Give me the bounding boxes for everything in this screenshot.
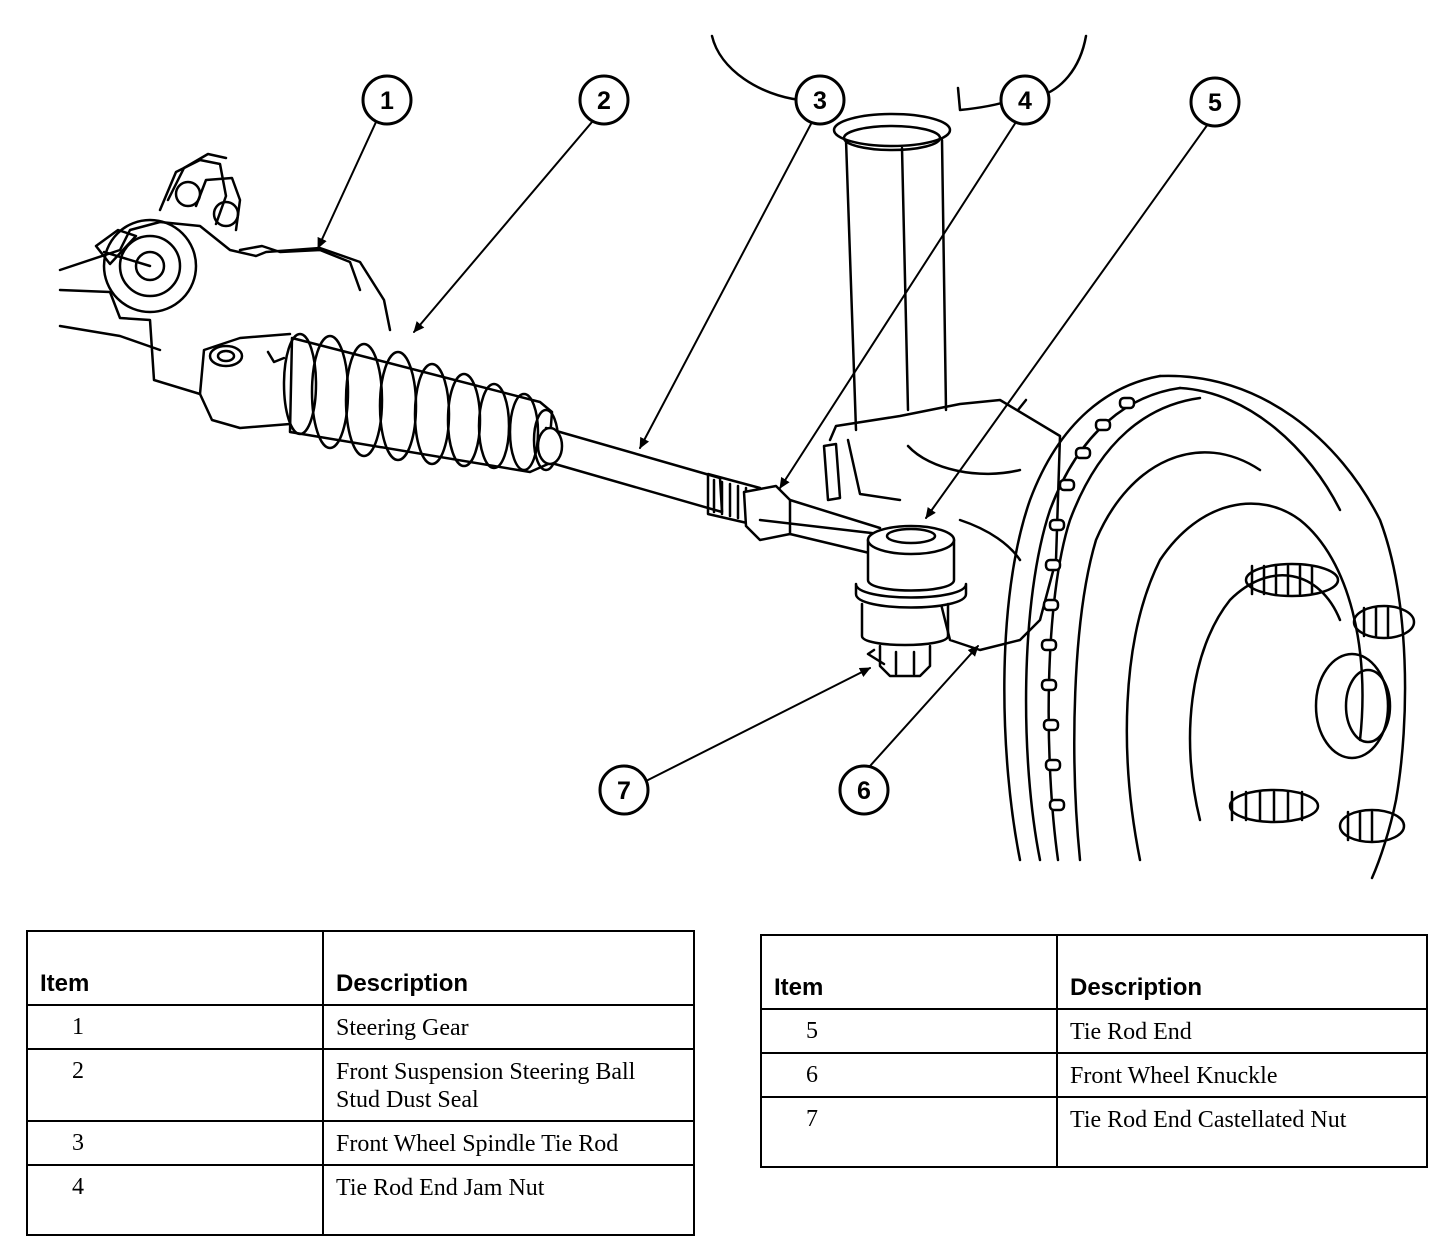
table-row: 4 Tie Rod End Jam Nut	[26, 1164, 695, 1236]
callout-label: 2	[597, 87, 611, 115]
item-number: 1	[26, 1004, 324, 1050]
item-description-line: Front Suspension Steering Ball	[336, 1059, 636, 1085]
steering-linkage-illustration: 1 2 3 4 5 6 7	[58, 34, 1416, 880]
callout-label: 1	[380, 87, 394, 115]
knuckle-illustration	[822, 398, 1062, 652]
callout-7: 7	[598, 764, 650, 816]
item-description: Tie Rod End Castellated Nut	[1056, 1096, 1428, 1168]
parts-legend-table: Item Description 5 Tie Rod End 6 Front W…	[760, 934, 1428, 1168]
item-description: Steering Gear	[322, 1004, 695, 1050]
description-column-header: Description	[322, 930, 695, 1006]
item-description: Tie Rod End Jam Nut	[322, 1164, 695, 1236]
item-column-header: Item	[760, 934, 1058, 1010]
callout-label: 6	[857, 777, 871, 805]
item-description: Tie Rod End	[1056, 1008, 1428, 1054]
callout-3: 3	[794, 74, 846, 126]
strut-assembly	[710, 34, 1088, 432]
item-description: Front Wheel Knuckle	[1056, 1052, 1428, 1098]
tie-rod-illustration	[536, 426, 884, 558]
brake-rotor-illustration	[1003, 374, 1416, 880]
item-number: 7	[760, 1096, 1058, 1168]
parts-legend-table: Item Description 1 Steering Gear 2 Front…	[26, 930, 695, 1236]
table-row: 3 Front Wheel Spindle Tie Rod	[26, 1120, 695, 1166]
callout-1: 1	[361, 74, 413, 126]
callout-4: 4	[999, 74, 1051, 126]
leader-lines	[317, 121, 1209, 781]
item-description: Front Wheel Spindle Tie Rod	[322, 1120, 695, 1166]
callout-label: 3	[813, 87, 827, 115]
steering-gear-illustration	[58, 152, 392, 430]
callout-label: 4	[1018, 87, 1032, 115]
table-row: 2 Front Suspension Steering Ball Stud Du…	[26, 1048, 695, 1122]
dust-seal-illustration	[282, 332, 560, 474]
item-column-header: Item	[26, 930, 324, 1006]
callout-label: 5	[1208, 89, 1222, 117]
item-number: 6	[760, 1052, 1058, 1098]
item-number: 5	[760, 1008, 1058, 1054]
rotor-vents	[1040, 396, 1136, 812]
description-column-header: Description	[1056, 934, 1428, 1010]
table-header-row: Item Description	[26, 930, 695, 1006]
tie-rod-end-illustration	[854, 524, 968, 678]
callout-label: 7	[617, 777, 631, 805]
callout-6: 6	[838, 764, 890, 816]
table-row: 6 Front Wheel Knuckle	[760, 1052, 1428, 1098]
table-header-row: Item Description	[760, 934, 1428, 1010]
callout-5: 5	[1189, 76, 1241, 128]
table-row: 5 Tie Rod End	[760, 1008, 1428, 1054]
table-row: 7 Tie Rod End Castellated Nut	[760, 1096, 1428, 1168]
item-description: Front Suspension Steering Ball Stud Dust…	[322, 1048, 695, 1122]
item-description-line: Stud Dust Seal	[336, 1087, 479, 1113]
item-number: 3	[26, 1120, 324, 1166]
item-number: 4	[26, 1164, 324, 1236]
item-number: 2	[26, 1048, 324, 1122]
table-row: 1 Steering Gear	[26, 1004, 695, 1050]
callout-2: 2	[578, 74, 630, 126]
